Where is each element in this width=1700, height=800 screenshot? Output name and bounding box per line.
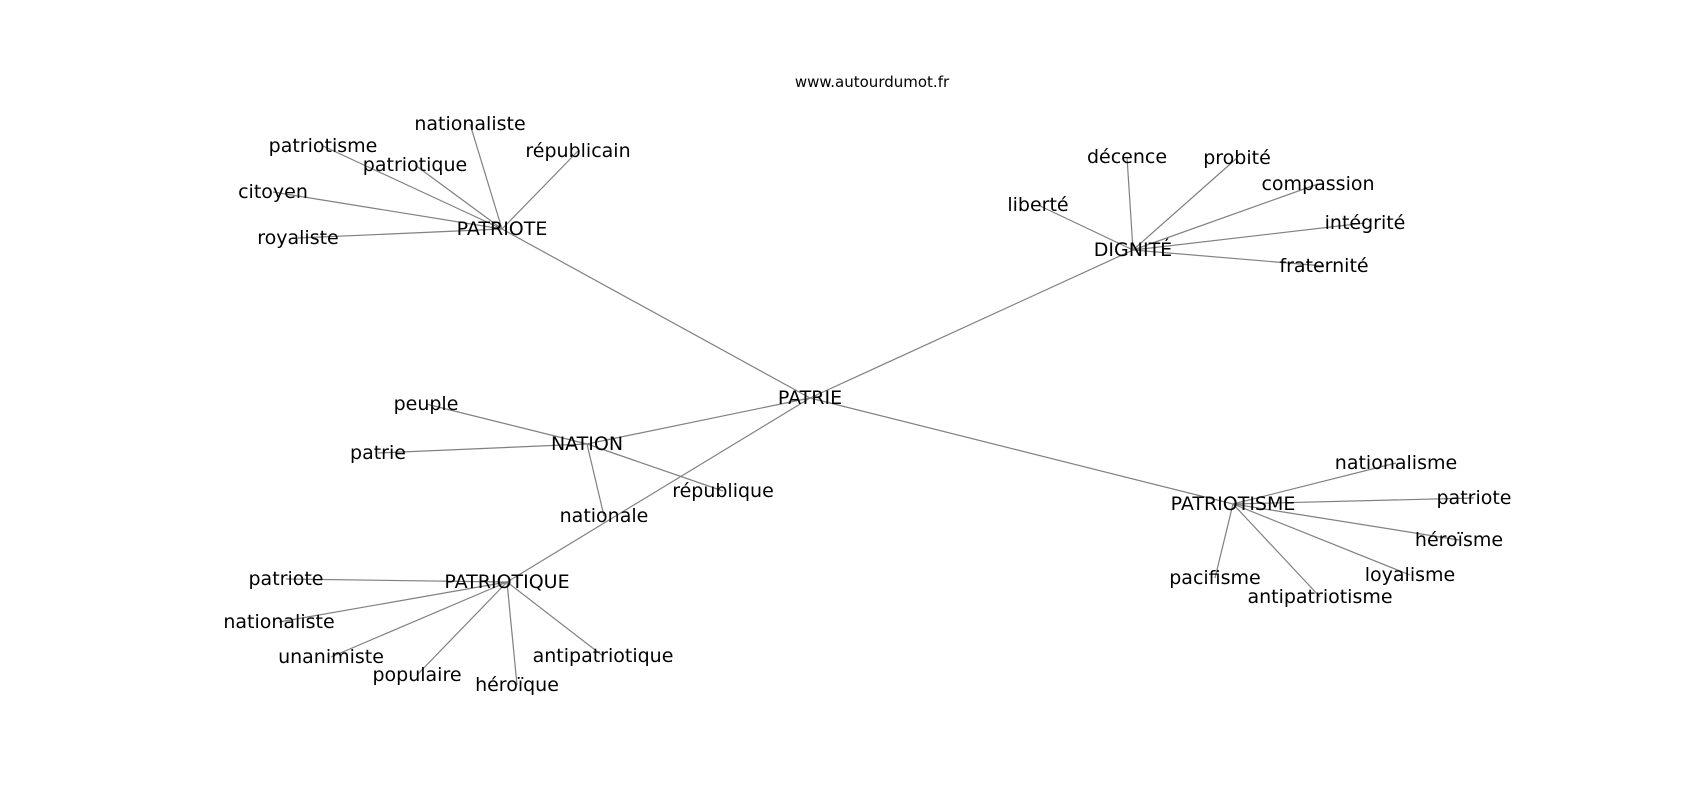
node-pq-populaire: populaire	[372, 664, 461, 686]
edge-dignite_hub-d_decence	[1126, 156, 1134, 251]
node-p-nationaliste: nationaliste	[414, 113, 525, 135]
edge-patriotique_hub-pq_patriote	[285, 578, 508, 583]
edge-layer	[272, 123, 1475, 686]
edge-dignite_hub-d_probite	[1132, 157, 1238, 251]
edge-patriote_hub-p_royaliste	[297, 228, 503, 239]
node-pm-heroisme: héroïsme	[1415, 529, 1503, 551]
node-n-patrie: patrie	[350, 442, 406, 464]
node-dignite-hub: DIGNITÉ	[1094, 238, 1172, 261]
edge-patriotisme_hub-pm_nationalisme	[1232, 462, 1397, 505]
edge-nation_hub-n_nationale	[586, 443, 605, 517]
node-d-decence: décence	[1087, 146, 1167, 168]
node-d-compassion: compassion	[1261, 173, 1374, 195]
edge-patriotique_hub-pq_antipatriotique	[506, 581, 604, 657]
node-p-royaliste: royaliste	[257, 227, 339, 249]
edge-nation_hub-n_peuple	[425, 403, 588, 445]
node-patriotique-hub: PATRIOTIQUE	[444, 571, 569, 593]
node-pm-loyalisme: loyalisme	[1365, 564, 1455, 586]
edge-patriotisme_hub-pm_antipatriotisme	[1232, 503, 1321, 598]
edge-patriote_hub-p_citoyen	[272, 191, 503, 230]
site-url: www.autourdumot.fr	[795, 73, 950, 91]
edge-patriote_hub-p_republicain	[501, 150, 579, 230]
edge-dignite_hub-d_integrite	[1132, 222, 1366, 251]
edge-patriotique_hub-pq_populaire	[416, 581, 508, 676]
node-p-patriotique: patriotique	[363, 154, 467, 176]
edge-patriotisme_hub-pm_heroisme	[1232, 503, 1460, 541]
node-d-liberte: liberté	[1007, 194, 1068, 216]
edge-patrie_center-nation_hub	[586, 397, 811, 445]
edge-patriote_hub-p_patriotique	[414, 164, 503, 230]
edge-patriotique_hub-pq_unanimiste	[330, 581, 508, 658]
edge-dignite_hub-d_liberte	[1037, 204, 1134, 251]
edge-patrie_center-patriotique_hub	[506, 397, 811, 583]
edge-patriotique_hub-pq_nationaliste	[278, 581, 508, 623]
node-d-integrite: intégrité	[1325, 212, 1406, 234]
edge-nation_hub-n_patrie	[377, 443, 588, 454]
node-p-citoyen: citoyen	[238, 181, 308, 203]
node-n-nationale: nationale	[560, 505, 649, 527]
node-pm-nationalisme: nationalisme	[1335, 452, 1457, 474]
edge-patriotisme_hub-pm_pacifisme	[1214, 503, 1234, 579]
edge-nation_hub-n_republique	[586, 443, 724, 492]
edge-patrie_center-dignite_hub	[809, 249, 1134, 399]
node-pq-antipatriotique: antipatriotique	[533, 645, 674, 667]
node-nation-hub: NATION	[551, 433, 623, 455]
edge-patriote_hub-p_nationaliste	[469, 123, 503, 230]
node-pm-pacifisme: pacifisme	[1169, 567, 1261, 589]
node-pm-antipatriotisme: antipatriotisme	[1247, 586, 1392, 608]
edge-patriote_hub-p_patriotisme	[322, 145, 503, 230]
node-n-peuple: peuple	[394, 393, 459, 415]
edge-dignite_hub-d_compassion	[1132, 183, 1319, 251]
node-pq-heroique: héroïque	[475, 674, 559, 696]
node-d-probite: probité	[1203, 147, 1271, 169]
edge-patriotique_hub-pq_heroique	[506, 581, 518, 686]
node-pq-unanimiste: unanimiste	[278, 646, 384, 668]
node-pq-nationaliste: nationaliste	[223, 611, 334, 633]
edge-patrie_center-patriote_hub	[501, 228, 811, 399]
node-p-republicain: républicain	[525, 140, 630, 162]
node-d-fraternite: fraternité	[1279, 255, 1368, 277]
label-layer: PATRIE PATRIOTE DIGNITÉ NATION PATRIOTISME PA…	[223, 113, 1511, 696]
node-patrie-center: PATRIE	[778, 387, 842, 409]
edge-patriotisme_hub-pm_loyalisme	[1232, 503, 1411, 576]
edge-patriotisme_hub-pm_patriote	[1232, 497, 1475, 505]
node-p-patriotisme: patriotisme	[269, 135, 378, 157]
node-pq-patriote: patriote	[248, 568, 323, 590]
node-n-republique: république	[672, 480, 774, 502]
node-patriote-hub: PATRIOTE	[457, 218, 548, 240]
edge-dignite_hub-d_fraternite	[1132, 249, 1325, 267]
node-pm-patriote: patriote	[1436, 487, 1511, 509]
node-patriotisme-hub: PATRIOTISME	[1171, 493, 1296, 515]
edge-patrie_center-patriotisme_hub	[809, 397, 1234, 505]
